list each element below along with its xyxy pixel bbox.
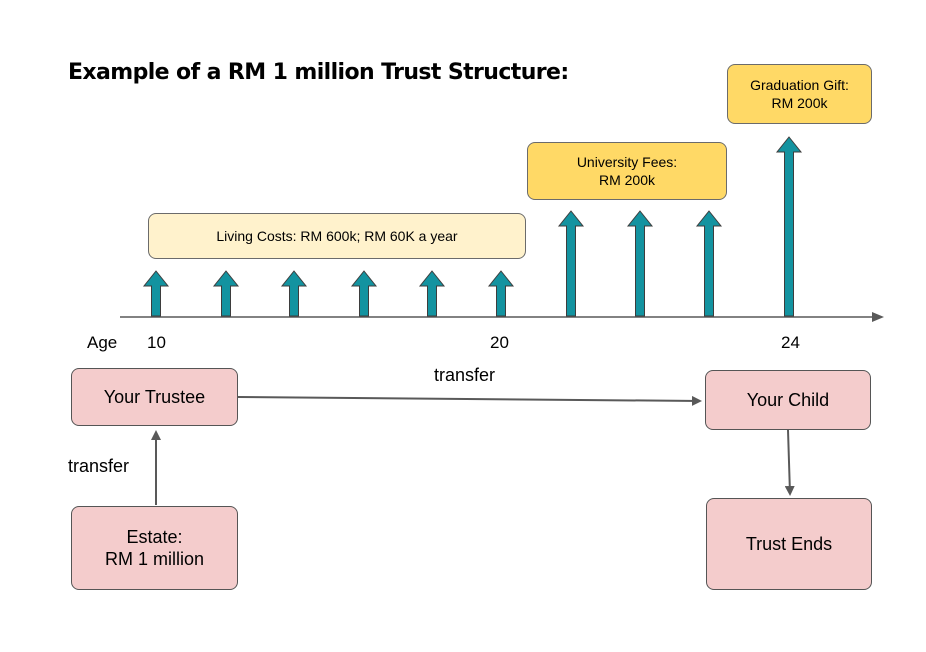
payment-arrow-university-8	[626, 210, 654, 317]
payment-arrow-living-3	[280, 270, 308, 317]
child-box: Your Child	[705, 370, 871, 430]
graduation-gift-text: Graduation Gift: RM 200k	[750, 77, 849, 111]
age-axis-label: Age	[87, 333, 118, 352]
payment-arrow-university-7	[557, 210, 585, 317]
trust-ends-box: Trust Ends	[706, 498, 872, 590]
transfer-label-left: transfer	[68, 456, 130, 476]
trustee-label: Your Trustee	[103, 387, 206, 407]
transfer-label-top: transfer	[434, 365, 496, 385]
child-label: Your Child	[746, 390, 830, 410]
age-tick-10: 10	[147, 333, 166, 352]
page-title: Example of a RM 1 million Trust Structur…	[68, 60, 569, 85]
timeline-axis-arrowhead	[872, 312, 884, 322]
living-costs-text: Living Costs: RM 600k; RM 60K a year	[216, 228, 458, 244]
estate-box: Estate: RM 1 million	[71, 506, 238, 590]
living-costs-callout: Living Costs: RM 600k; RM 60K a year	[148, 213, 526, 259]
payment-arrow-living-6	[487, 270, 515, 317]
trustee-to-child-connector	[237, 395, 702, 406]
university-fees-callout: University Fees: RM 200k	[527, 142, 727, 200]
payment-arrows	[142, 136, 803, 317]
payment-arrow-living-5	[418, 270, 446, 317]
payment-arrow-living-4	[350, 270, 378, 317]
age-tick-24: 24	[781, 333, 800, 352]
trustee-box: Your Trustee	[71, 368, 238, 426]
trust-ends-label: Trust Ends	[745, 534, 833, 554]
payment-arrow-graduation-10	[775, 136, 803, 317]
estate-label: Estate: RM 1 million	[104, 527, 205, 569]
payment-arrow-living-1	[142, 270, 170, 317]
graduation-gift-callout: Graduation Gift: RM 200k	[727, 64, 872, 124]
payment-arrow-university-9	[695, 210, 723, 317]
payment-arrow-living-2	[212, 270, 240, 317]
child-to-trust-ends-connector	[784, 429, 795, 496]
university-fees-text: University Fees: RM 200k	[576, 154, 678, 188]
age-tick-20: 20	[490, 333, 509, 352]
